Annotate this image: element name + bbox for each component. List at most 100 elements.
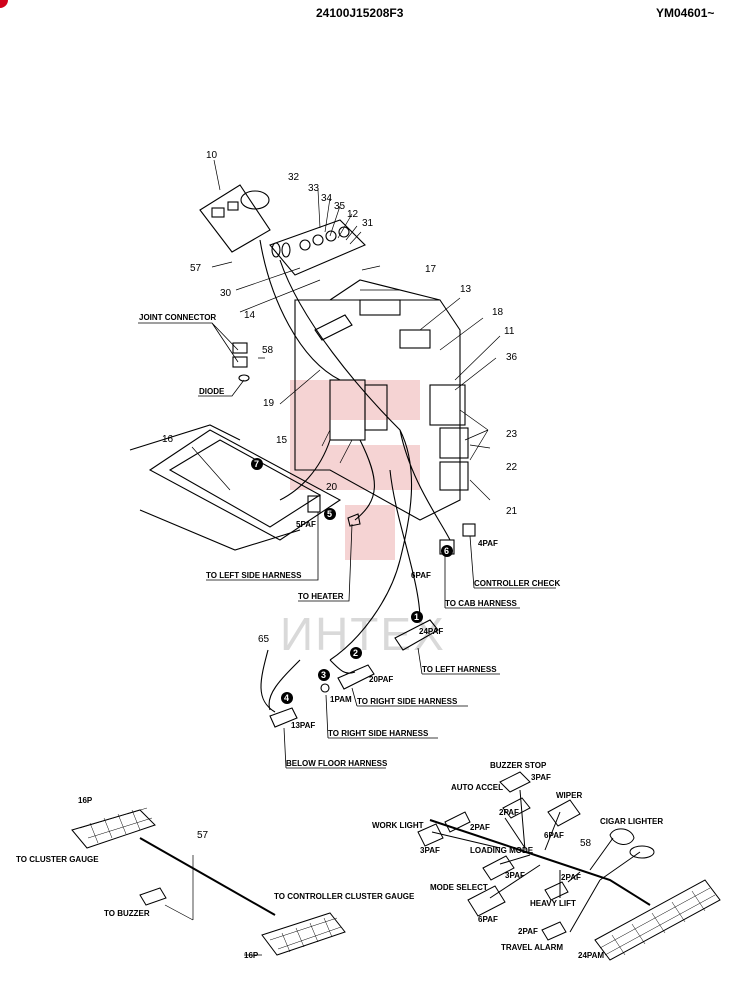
part-number: 16 [162,434,174,445]
switch [325,230,337,242]
joint-connector-part [232,356,248,368]
switch [338,226,350,238]
connector-label: 4PAF [478,539,498,548]
connector-24paf [394,619,439,651]
switch [312,234,324,246]
connector-label: 24PAF [419,627,443,636]
label-to-right-side-harness: TO RIGHT SIDE HARNESS [328,729,429,738]
serial-range: YM04601~ [656,6,715,20]
relay [271,242,281,258]
connector-travel-alarm [541,921,567,941]
connector-buzzer [139,887,167,906]
connector-4paf [462,523,476,537]
label-leaders [138,322,556,769]
connector-heater [347,513,361,527]
part-number: 57 [197,830,209,841]
switch-harness [417,771,721,961]
badge-5: 5 [324,508,336,520]
connector-20paf [337,664,375,690]
part-number: 13 [460,284,472,295]
badge-3: 3 [318,669,330,681]
connector-label: 2PAF [561,873,581,882]
label-loading-mode: LOADING MODE [470,846,534,855]
part-number: 33 [308,183,320,194]
badge-1: 1 [411,611,423,623]
console-top [329,279,441,301]
part-number: 58 [262,345,274,356]
badge-4: 4 [281,692,293,704]
label-joint-connector: JOINT CONNECTOR [139,313,216,322]
connector-label: 6PAF [478,915,498,924]
label-to-heater: TO HEATER [298,592,344,601]
connector-label: 20PAF [369,675,393,684]
connector-16p-b-grid [269,917,342,953]
harness-labels: JOINT CONNECTOR DIODE TO LEFT SIDE HARNE… [16,313,663,952]
connector-label: 13PAF [291,721,315,730]
main-harness-drawing [129,159,556,769]
connector-label: 3PAF [505,871,525,880]
connector-1pam [320,683,330,693]
part-numbers: 10 32 33 34 35 12 31 57 30 17 14 13 18 5… [162,150,592,849]
part-number: 12 [347,209,359,220]
connector-16p-a-grid [79,807,153,844]
leader-lines [191,159,501,501]
label-buzzer-stop: BUZZER STOP [490,761,547,770]
monitor-connector [240,190,270,210]
switch-panel [269,219,366,276]
svg-text:2: 2 [353,648,358,658]
part-number: 31 [362,218,374,229]
part-number: 23 [506,429,518,440]
cigar-lighter-part [629,845,655,859]
cigar-lighter-part [609,828,635,845]
monitor-window [227,201,239,211]
part-number: 57 [190,263,202,274]
badge-6: 6 [441,545,453,557]
part-number: 32 [288,172,300,183]
part-number: 18 [492,307,504,318]
connector-16p-a [71,809,156,849]
label-cigar-lighter: CIGAR LIGHTER [600,817,663,826]
svg-text:1: 1 [414,612,419,622]
label-to-buzzer: TO BUZZER [104,909,150,918]
relay-box [439,427,469,459]
connector-label: 1PAM [330,695,352,704]
diode-part [238,374,250,382]
part-number: 11 [504,326,515,337]
part-number: 36 [506,352,518,363]
watermark: ИНТЕХ [280,380,444,660]
label-travel-alarm: TRAVEL ALARM [501,943,563,952]
label-to-cluster-gauge: TO CLUSTER GAUGE [16,855,99,864]
harness-58-main [429,819,651,906]
monitor-window [211,207,225,218]
connector-wiper [547,799,581,827]
label-below-floor-harness: BELOW FLOOR HARNESS [286,759,388,768]
connector-badges: 1 2 3 4 5 6 7 [251,458,453,704]
controller-frame [148,429,342,541]
label-heavy-lift: HEAVY LIFT [530,899,576,908]
harness-65 [260,649,276,713]
joint-connector-part [232,342,248,354]
connector-24pam [594,879,721,961]
relay-box [429,384,466,426]
connector-13paf [269,707,298,728]
part-number: 34 [321,193,333,204]
part-number: 22 [506,462,518,473]
label-diode: DIODE [199,387,225,396]
connector-mode-select [467,885,506,917]
connector-label: 24PAM [578,951,604,960]
connector-24pam-grid [599,887,716,956]
connector-label: 6PAF [411,571,431,580]
leader-57 [164,855,262,956]
connector-5paf [307,495,321,513]
harness-58-branches [431,789,641,933]
cluster-gauge-harness [71,807,346,956]
label-work-light: WORK LIGHT [372,821,424,830]
switch [299,239,311,251]
watermark-logo [290,380,420,560]
connector-loading-mode [482,855,515,881]
part-number: 10 [206,150,218,161]
label-to-right-side-harness: TO RIGHT SIDE HARNESS [357,697,458,706]
part-number: 17 [425,264,437,275]
harness-57 [139,837,276,916]
connector-label: 16P [78,796,93,805]
